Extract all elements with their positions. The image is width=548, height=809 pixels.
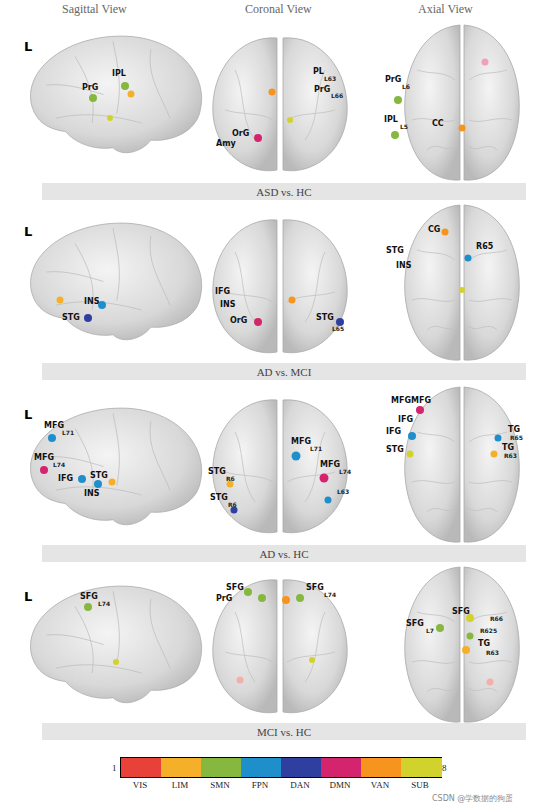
region-index: R66: [490, 616, 503, 622]
comparison-band: ASD vs. HC: [42, 183, 526, 200]
legend-swatch: [321, 758, 362, 777]
region-index: L74: [339, 469, 351, 475]
legend-label: VAN: [371, 780, 389, 790]
region-label: TG: [502, 444, 514, 452]
region-label: INS: [220, 301, 235, 309]
region-label: MFG: [34, 454, 54, 462]
region-index: L63: [324, 76, 336, 82]
colorbar: [120, 757, 442, 778]
comparison-band: AD vs. MCI: [42, 363, 526, 380]
side-marker: L: [24, 590, 32, 603]
region-label: IFG: [58, 475, 73, 483]
region-index: L74: [53, 462, 65, 468]
region-label: SFG: [452, 608, 470, 616]
region-label: SFG: [406, 620, 424, 628]
region-label: SFG: [226, 584, 244, 592]
region-label: CC: [432, 120, 444, 128]
region-index: R63: [504, 453, 517, 459]
region-index: L71: [310, 446, 322, 452]
region-index: L6: [402, 84, 410, 90]
comparison-band: AD vs. HC: [42, 545, 526, 562]
legend-label: LIM: [172, 780, 189, 790]
region-label: CG: [428, 226, 440, 234]
region-label: PrG: [216, 595, 232, 603]
scale-number: 8: [442, 764, 447, 773]
region-label: STG: [208, 468, 226, 476]
band-title: MCI vs. HC: [257, 726, 311, 738]
region-index: L74: [324, 592, 336, 598]
legend-label: DMN: [329, 780, 350, 790]
legend-label: VIS: [133, 780, 148, 790]
side-marker: L: [24, 225, 32, 238]
region-label: STG: [90, 472, 108, 480]
region-index: L7: [426, 628, 434, 634]
region-label: TG: [478, 640, 490, 648]
side-marker: L: [24, 40, 32, 53]
region-label: MFG: [44, 422, 64, 430]
region-index: R63: [486, 650, 499, 656]
region-label: IFG: [386, 428, 401, 436]
region-index: R6: [228, 502, 237, 508]
region-label: STG: [316, 314, 334, 322]
region-label: OrG: [232, 130, 249, 138]
region-index: R65: [510, 435, 523, 441]
region-label: OrG: [230, 317, 247, 325]
region-index: L74: [98, 601, 110, 607]
side-marker: L: [24, 408, 32, 421]
region-label: IPL: [112, 70, 126, 78]
watermark: CSDN @学数据的狗蛋: [432, 795, 513, 803]
legend-swatch: [161, 758, 202, 777]
legend-label: DAN: [290, 780, 310, 790]
region-label: STG: [62, 314, 80, 322]
region-index: R6: [226, 476, 235, 482]
region-label: PrG: [82, 84, 98, 92]
region-index: L5: [400, 124, 408, 130]
legend-label: FPN: [252, 780, 269, 790]
region-index: L65: [332, 326, 344, 332]
legend-swatch: [241, 758, 282, 777]
region-label: MFG: [391, 397, 411, 405]
region-label: STG: [386, 446, 404, 454]
view-heading: Axial View: [418, 3, 473, 15]
band-title: AD vs. HC: [259, 548, 308, 560]
region-label: INS: [84, 298, 99, 306]
band-title: ASD vs. HC: [256, 186, 311, 198]
view-heading: Sagittal View: [62, 3, 127, 15]
region-label: IPL: [384, 116, 398, 124]
legend-swatch: [361, 758, 402, 777]
legend-swatch: [201, 758, 242, 777]
region-label: PL: [313, 68, 324, 76]
region-label: Amy: [216, 140, 236, 148]
legend-swatch: [121, 758, 162, 777]
view-heading: Coronal View: [245, 3, 312, 15]
region-label: INS: [84, 490, 99, 498]
region-label: STG: [386, 247, 404, 255]
region-label: PrG: [314, 86, 330, 94]
region-index: L66: [331, 93, 343, 99]
region-label: STG: [210, 494, 228, 502]
region-label: TG: [508, 426, 520, 434]
region-label: SFG: [306, 584, 324, 592]
region-index: L63: [337, 489, 349, 495]
region-label: SFG: [80, 593, 98, 601]
region-label: INS: [396, 262, 411, 270]
region-index: R625: [480, 628, 497, 634]
region-label: MFG: [320, 461, 340, 469]
region-label: PrG: [385, 76, 401, 84]
region-index: L71: [62, 430, 74, 436]
scale-number: 1: [112, 764, 117, 773]
region-label: IFG: [215, 288, 230, 296]
legend-swatch: [401, 758, 442, 777]
band-title: AD vs. MCI: [257, 366, 312, 378]
region-label: R65: [476, 243, 493, 251]
region-label: MFG: [291, 438, 311, 446]
legend-label: SMN: [210, 780, 230, 790]
legend-label: SUB: [411, 780, 429, 790]
legend-swatch: [281, 758, 322, 777]
region-label: MFG: [411, 397, 431, 405]
region-label: IFG: [398, 416, 413, 424]
comparison-band: MCI vs. HC: [42, 723, 526, 740]
